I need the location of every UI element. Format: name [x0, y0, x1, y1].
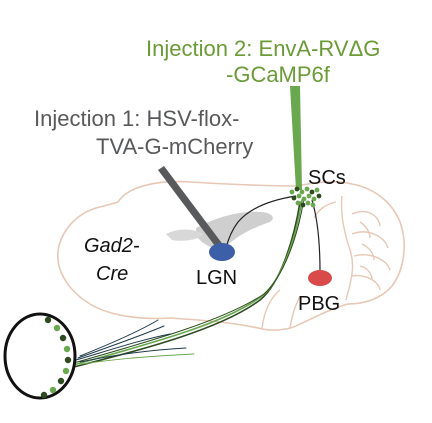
- retinal-axons: [69, 197, 305, 369]
- scs-label: SCs: [308, 167, 346, 189]
- cerebellum-folia: [313, 195, 391, 301]
- genotype-label-line2: Cre: [96, 263, 128, 285]
- retinal-ganglion-cells: [40, 316, 72, 399]
- sc-to-lgn-projection: [225, 195, 297, 249]
- brain-outline: [57, 180, 405, 331]
- injection2-needle: [290, 86, 302, 190]
- genotype-label-line1: Gad2-: [84, 235, 140, 257]
- injection1-needle: [158, 166, 224, 250]
- retina-eye: [3, 312, 77, 400]
- pbg-region: [308, 270, 332, 286]
- hippocampus-tail: [166, 229, 204, 241]
- lgn-region: [209, 243, 235, 261]
- injection2-title-line1: Injection 2: EnvA-RVΔG: [146, 36, 380, 61]
- lgn-label: LGN: [196, 267, 237, 289]
- injection2-title-line2: -GCaMP6f: [226, 62, 331, 87]
- injection1-title-line2: TVA-G-mCherry: [96, 134, 253, 159]
- sc-cell-cluster: [289, 186, 322, 208]
- pbg-label: PBG: [298, 293, 340, 315]
- injection1-title-line1: Injection 1: HSV-flox-: [34, 106, 239, 131]
- brain-boundaries: [261, 289, 301, 329]
